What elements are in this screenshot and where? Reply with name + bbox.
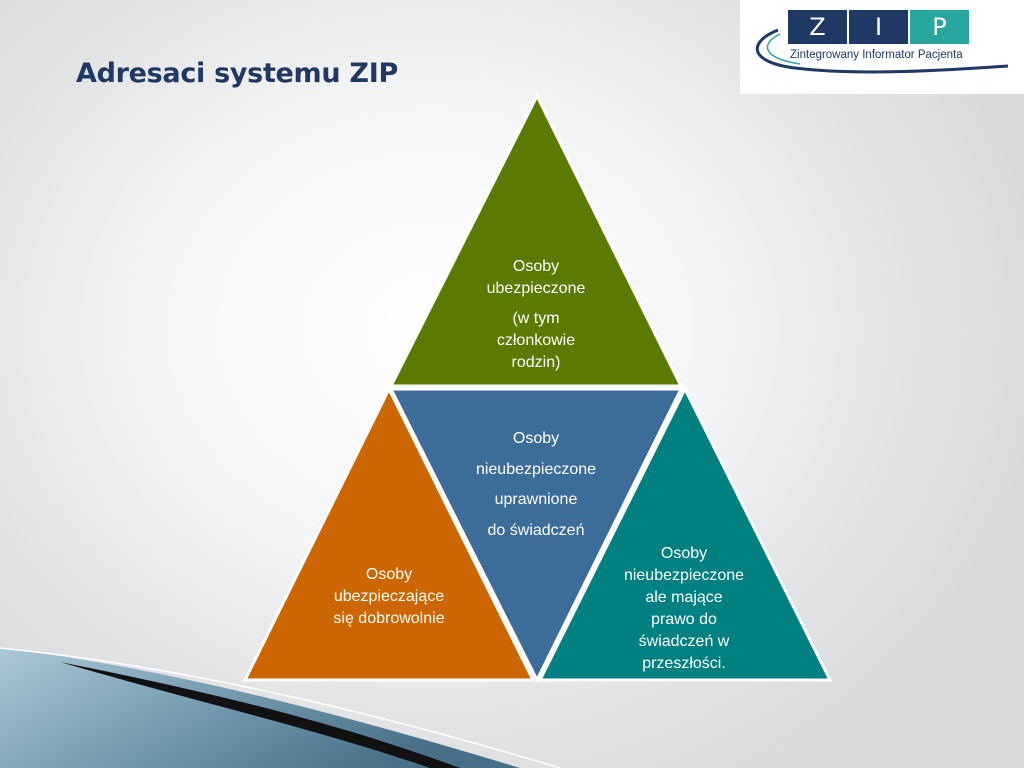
logo-tile-z: Z [788,10,847,44]
right-label-line: prawo do [651,611,717,628]
right-label-line: przeszłości. [642,655,726,672]
right-label-line: Osoby [660,545,708,562]
right-label-line: nieubezpieczone [623,567,745,584]
top-label-line: Osoby [512,258,560,275]
triangle-right [537,385,833,682]
top-label-line: członkowie [496,332,576,349]
center-triangle-label: Osoby nieubezpieczone uprawnione do świa… [456,424,616,546]
top-label-line: ubezpieczone [486,280,586,297]
top-label-line: rodzin) [511,354,561,371]
corner-thin-line [0,647,561,768]
center-label-line: uprawnione [494,491,578,508]
zip-logo: Z I P Zintegrowany Informator Pacjenta [740,0,1024,94]
right-label-line: ale mające [645,589,723,606]
logo-caption: Zintegrowany Informator Pacjenta [790,49,963,61]
right-label-line: świadczeń w [638,633,730,650]
top-label-line: (w tym [512,310,560,327]
logo-tile-i: I [849,10,908,44]
center-label-line: nieubezpieczone [475,460,597,478]
corner-black-stroke [60,662,460,768]
center-label-line: Osoby [512,430,560,447]
logo-swoosh [755,28,1009,74]
left-triangle-label: Osoby ubezpieczające się dobrowolnie [309,564,469,630]
top-triangle-label: Osoby ubezpieczone (w tym członkowie rod… [456,256,616,374]
left-label-line: Osoby [365,566,413,583]
logo-tile-p: P [910,10,969,44]
center-label-line: do świadczeń [487,521,585,539]
left-label-line: się dobrowolnie [333,610,445,627]
triangle-left [242,385,536,682]
slide-title: Adresaci systemu ZIP [76,58,398,89]
right-triangle-label: Osoby nieubezpieczone ale mające prawo d… [604,543,764,675]
triangle-center [388,387,684,684]
left-label-line: ubezpieczające [333,588,445,605]
triangle-top [388,92,684,388]
